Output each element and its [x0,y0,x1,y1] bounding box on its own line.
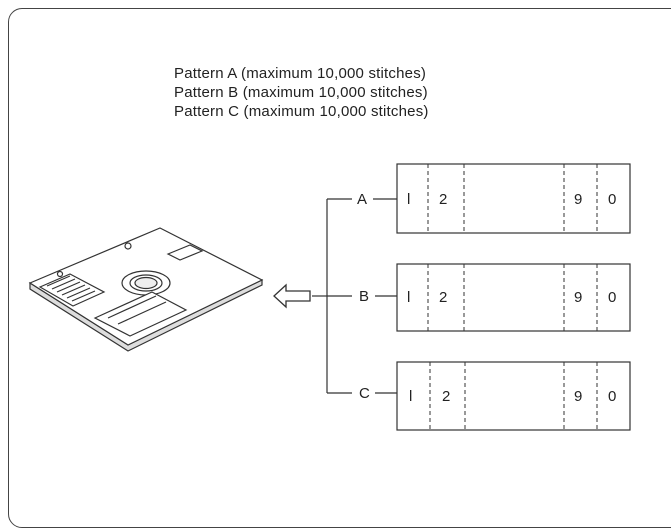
floppy-disk-icon [30,228,262,351]
branch-label-b: B [359,288,369,305]
cell-digit: 0 [608,289,616,306]
branch-label-a: A [357,191,367,208]
hollow-left-arrow-icon [274,285,310,307]
cell-digit: 9 [574,388,582,405]
branch-label-c: C [359,385,370,402]
pattern-memory-bar-c: l 2 9 0 [397,362,630,430]
cell-digit: 0 [608,388,616,405]
cell-digit: 2 [442,388,450,405]
diagram-canvas: A B C l 2 9 0 l 2 9 0 l 2 9 0 [0,0,671,516]
cell-digit: 9 [574,289,582,306]
cell-digit: l [407,191,410,208]
pattern-memory-bar-a: l 2 9 0 [397,164,630,233]
cell-digit: l [407,289,410,306]
cell-digit: 0 [608,191,616,208]
cell-digit: 2 [439,191,447,208]
pattern-memory-bar-b: l 2 9 0 [397,264,630,331]
cell-digit: 2 [439,289,447,306]
branch-connector [312,199,397,393]
cell-digit: l [409,388,412,405]
cell-digit: 9 [574,191,582,208]
